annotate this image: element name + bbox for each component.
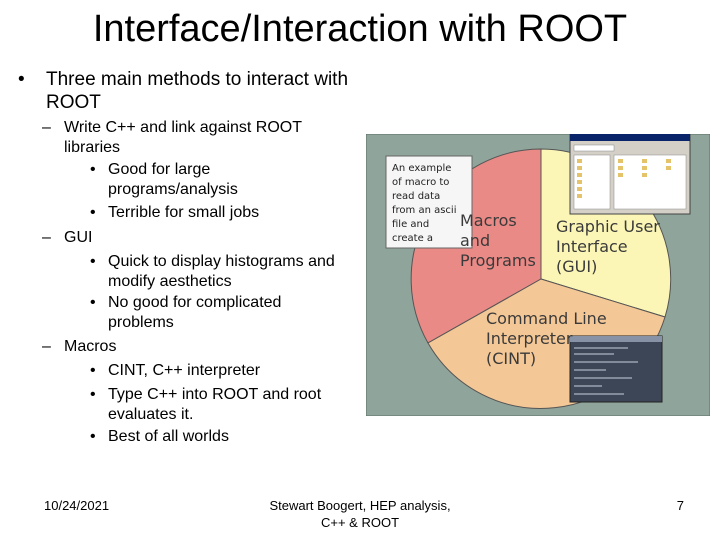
footer-center-line1: Stewart Boogert, HEP analysis, — [269, 498, 451, 513]
cint-label-line2: Interpreter — [486, 329, 573, 348]
bullet-dot: • — [90, 362, 96, 379]
item-quick-display: • Quick to display histograms and modify… — [90, 252, 340, 292]
macros-label-line3: Programs — [460, 251, 536, 270]
page-number: 7 — [676, 498, 684, 513]
macros-label-line2: and — [460, 231, 490, 250]
bullet-dot: • — [90, 386, 96, 403]
footer-date: 10/24/2021 — [44, 498, 110, 513]
dash-marker: – — [42, 229, 51, 246]
item-no-good: • No good for complicated problems — [90, 293, 320, 333]
sub-bullet-macros: – Macros — [42, 337, 242, 357]
cint-terminal-thumbnail — [569, 335, 663, 403]
bullet-main: • Three main methods to interact with RO… — [18, 68, 358, 114]
sub-bullet-gui-text: GUI — [64, 229, 93, 246]
footer-center: Stewart Boogert, HEP analysis, C++ & ROO… — [240, 497, 480, 531]
item-terrible-small-text: Terrible for small jobs — [108, 204, 260, 221]
sub-bullet-cpp-text: Write C++ and link against ROOT librarie… — [64, 119, 302, 156]
item-good-large-text: Good for large programs/analysis — [108, 161, 238, 198]
bullet-dot: • — [90, 204, 96, 221]
gui-window-thumbnail — [569, 134, 691, 215]
note-line: file and — [392, 219, 429, 230]
sub-bullet-cpp: – Write C++ and link against ROOT librar… — [42, 118, 362, 158]
cint-label-line1: Command Line — [486, 309, 607, 328]
gui-label-line3: (GUI) — [556, 257, 597, 276]
bullet-main-text: Three main methods to interact with ROOT — [46, 69, 349, 113]
item-quick-display-text: Quick to display histograms and modify a… — [108, 253, 335, 290]
item-terrible-small: • Terrible for small jobs — [90, 203, 330, 223]
macro-note-paper — [385, 155, 473, 249]
bullet-dot: • — [90, 253, 96, 270]
sub-bullet-macros-text: Macros — [64, 338, 117, 355]
item-cint-text: CINT, C++ interpreter — [108, 362, 261, 379]
item-no-good-text: No good for complicated problems — [108, 294, 282, 331]
bullet-dot: • — [18, 69, 25, 90]
note-line: read data — [392, 191, 440, 202]
item-best-worlds-text: Best of all worlds — [108, 428, 229, 445]
gui-label-line1: Graphic User — [556, 217, 660, 236]
item-cint: • CINT, C++ interpreter — [90, 361, 340, 381]
item-best-worlds: • Best of all worlds — [90, 427, 330, 447]
sub-bullet-gui: – GUI — [42, 228, 242, 248]
bullet-dot: • — [90, 428, 96, 445]
note-line: from an ascii — [392, 205, 457, 216]
item-type-cpp: • Type C++ into ROOT and root evaluates … — [90, 385, 330, 425]
bullet-dot: • — [90, 294, 96, 311]
root-interaction-figure: An example of macro to read data from an… — [366, 134, 710, 416]
macros-label-line1: Macros — [460, 211, 517, 230]
gui-label-line2: Interface — [556, 237, 628, 256]
footer-center-line2: C++ & ROOT — [320, 515, 400, 530]
slide-title: Interface/Interaction with ROOT — [92, 8, 628, 50]
note-line: An example — [392, 163, 451, 174]
dash-marker: – — [42, 119, 51, 136]
dash-marker: – — [42, 338, 51, 355]
item-good-large: • Good for large programs/analysis — [90, 160, 290, 200]
item-type-cpp-text: Type C++ into ROOT and root evaluates it… — [108, 386, 322, 423]
bullet-dot: • — [90, 161, 96, 178]
note-line: of macro to — [392, 177, 449, 188]
cint-label-line3: (CINT) — [486, 349, 536, 368]
note-line: create a — [392, 233, 433, 244]
